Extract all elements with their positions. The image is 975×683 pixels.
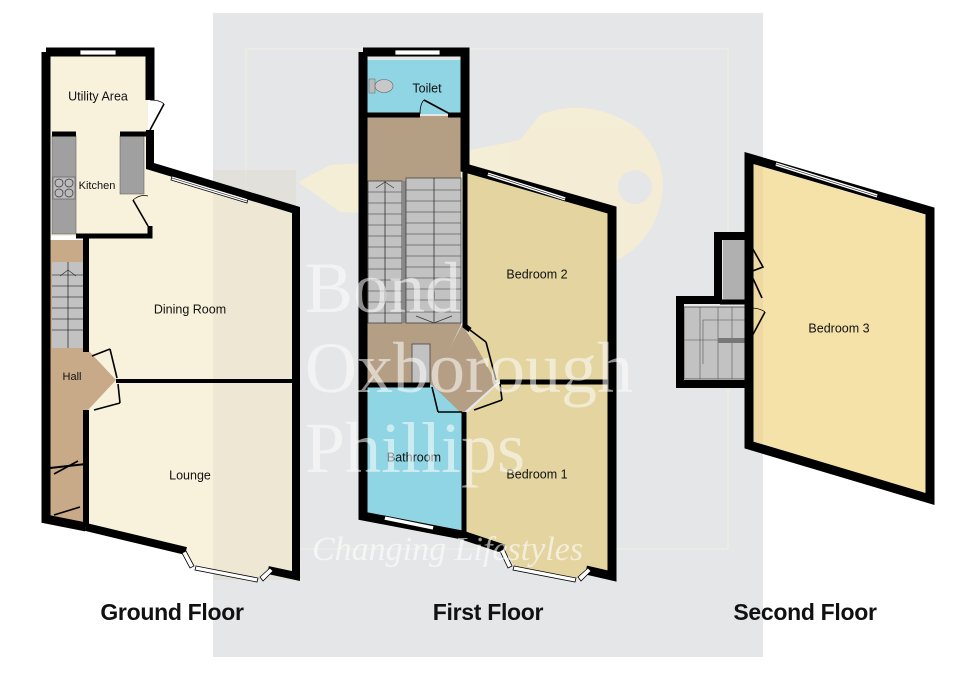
toilet-fixture-icon	[368, 78, 394, 94]
watermark-line-1: Bond	[305, 248, 461, 328]
room-label-utility-area: Utility Area	[68, 89, 128, 103]
staircase	[683, 306, 749, 380]
door	[431, 386, 462, 413]
door	[93, 383, 121, 411]
window	[394, 49, 441, 56]
bay-window	[499, 548, 592, 583]
watermark-text: Bond Oxborough Phillips Changing Lifesty…	[305, 248, 633, 568]
window	[486, 171, 567, 202]
first-floor: Toilet Bedroom 2 Bathroom Bedroom 1	[358, 47, 617, 583]
room-label-hall: Hall	[63, 371, 82, 383]
watermark-line-2: Oxborough	[305, 328, 633, 408]
floor-title-first: First Floor	[433, 599, 544, 625]
room-bedroom-1	[466, 384, 610, 578]
hob-icon	[52, 176, 76, 200]
door	[749, 307, 766, 341]
room-lounge	[88, 382, 296, 578]
room-toilet	[367, 60, 461, 114]
room-label-bedroom-2: Bedroom 2	[506, 267, 567, 281]
watermark-line-3: Phillips	[305, 408, 525, 488]
bay-window	[181, 550, 274, 583]
window	[79, 49, 117, 56]
room-label-bedroom-3: Bedroom 3	[808, 321, 869, 335]
window	[383, 515, 435, 531]
room-label-bedroom-1: Bedroom 1	[506, 467, 567, 481]
room-dining	[88, 170, 296, 382]
ground-floor: Utility Area Kitchen Dining Room Hall Lo…	[41, 47, 300, 583]
landing-hall	[430, 325, 500, 414]
room-bedroom-2	[466, 170, 610, 382]
door	[132, 195, 149, 227]
window	[170, 175, 249, 204]
floor-title-second: Second Floor	[733, 599, 877, 625]
watermark-tagline: Changing Lifestyles	[312, 531, 583, 568]
door	[419, 99, 453, 116]
room-label-kitchen: Kitchen	[79, 180, 116, 192]
door	[473, 383, 503, 411]
staircase	[367, 177, 462, 385]
room-label-bathroom: Bathroom	[387, 450, 441, 464]
window	[774, 161, 879, 199]
kitchen-counter-right	[119, 135, 145, 195]
second-floor: Bedroom 3	[676, 151, 935, 506]
cupboard	[723, 240, 748, 300]
door	[91, 348, 118, 379]
floor-title-ground: Ground Floor	[100, 599, 244, 625]
room-label-dining-room: Dining Room	[154, 302, 226, 316]
door	[149, 99, 165, 131]
room-label-toilet: Toilet	[412, 81, 442, 95]
door	[748, 243, 765, 299]
room-bathroom	[367, 385, 462, 532]
door	[53, 460, 81, 516]
staircase	[52, 262, 84, 348]
door	[469, 329, 497, 381]
room-label-lounge: Lounge	[169, 468, 211, 482]
room-bedroom-3	[753, 164, 926, 495]
